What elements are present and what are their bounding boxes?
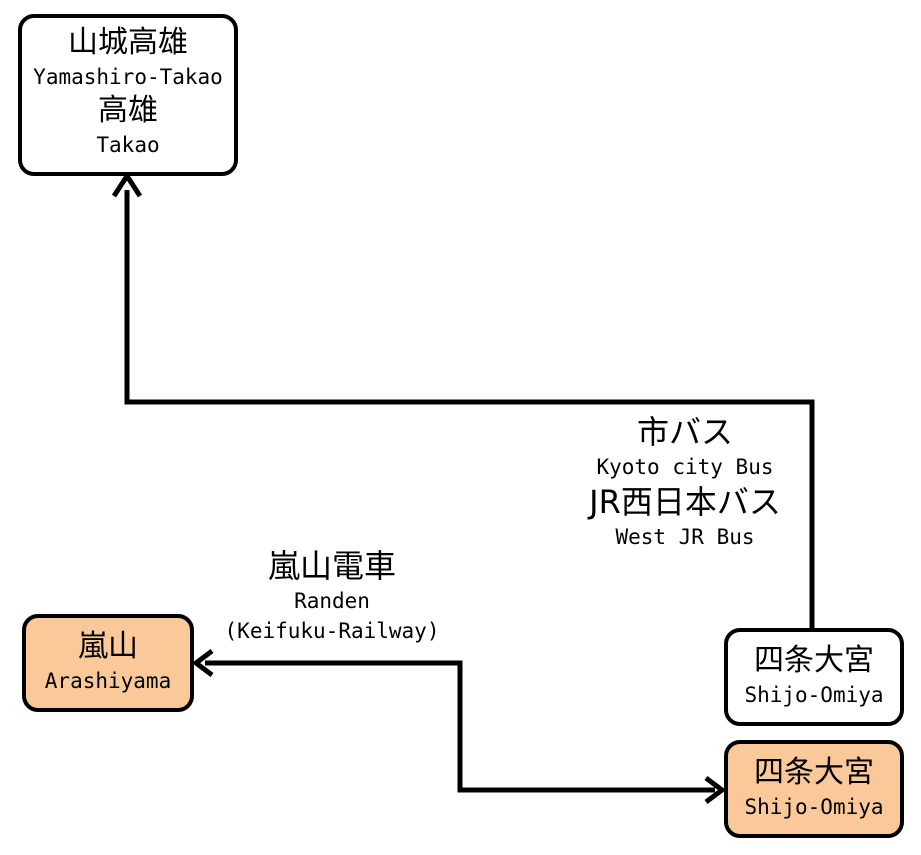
bus-line1-en: Kyoto city Bus xyxy=(596,455,774,479)
rail-route-line xyxy=(205,660,715,793)
station-takao-name2-en: Takao xyxy=(96,133,160,157)
station-takao: 山城高雄 Yamashiro-Takao 高雄 Takao xyxy=(18,14,238,176)
rail-name-en: Randen xyxy=(294,589,370,613)
bus-line1-jp: 市バス xyxy=(636,413,733,451)
station-shijo-omiya-rail-name-en: Shijo-Omiya xyxy=(744,795,884,819)
station-shijo-omiya-rail-name-jp: 四条大宮 xyxy=(754,755,874,790)
station-shijo-omiya-rail: 四条大宮 Shijo-Omiya xyxy=(724,740,904,838)
station-arashiyama-name-jp: 嵐山 xyxy=(78,629,138,664)
rail-arrowhead-arashiyama xyxy=(191,649,214,677)
station-takao-name1-jp: 山城高雄 xyxy=(68,25,188,60)
bus-route-arrowhead xyxy=(111,171,143,198)
station-takao-name1-en: Yamashiro-Takao xyxy=(33,65,223,89)
station-takao-name2-jp: 高雄 xyxy=(98,93,158,128)
station-shijo-omiya-bus-name-en: Shijo-Omiya xyxy=(744,683,884,707)
station-shijo-omiya-bus: 四条大宮 Shijo-Omiya xyxy=(724,628,904,726)
bus-route-label: 市バス Kyoto city Bus JR西日本バス West JR Bus xyxy=(560,412,810,552)
rail-route-label: 嵐山電車 Randen (Keifuku-Railway) xyxy=(212,546,452,646)
rail-name-en-sub: (Keifuku-Railway) xyxy=(224,619,440,643)
station-shijo-omiya-bus-name-jp: 四条大宮 xyxy=(754,643,874,678)
bus-line2-jp: JR西日本バス xyxy=(589,483,781,521)
rail-arrowhead-shijo-omiya xyxy=(704,776,727,804)
bus-route-line xyxy=(124,190,815,632)
station-arashiyama: 嵐山 Arashiyama xyxy=(22,614,194,712)
station-arashiyama-name-en: Arashiyama xyxy=(44,669,172,693)
rail-name-jp: 嵐山電車 xyxy=(267,547,396,585)
bus-line2-en: West JR Bus xyxy=(615,525,755,549)
